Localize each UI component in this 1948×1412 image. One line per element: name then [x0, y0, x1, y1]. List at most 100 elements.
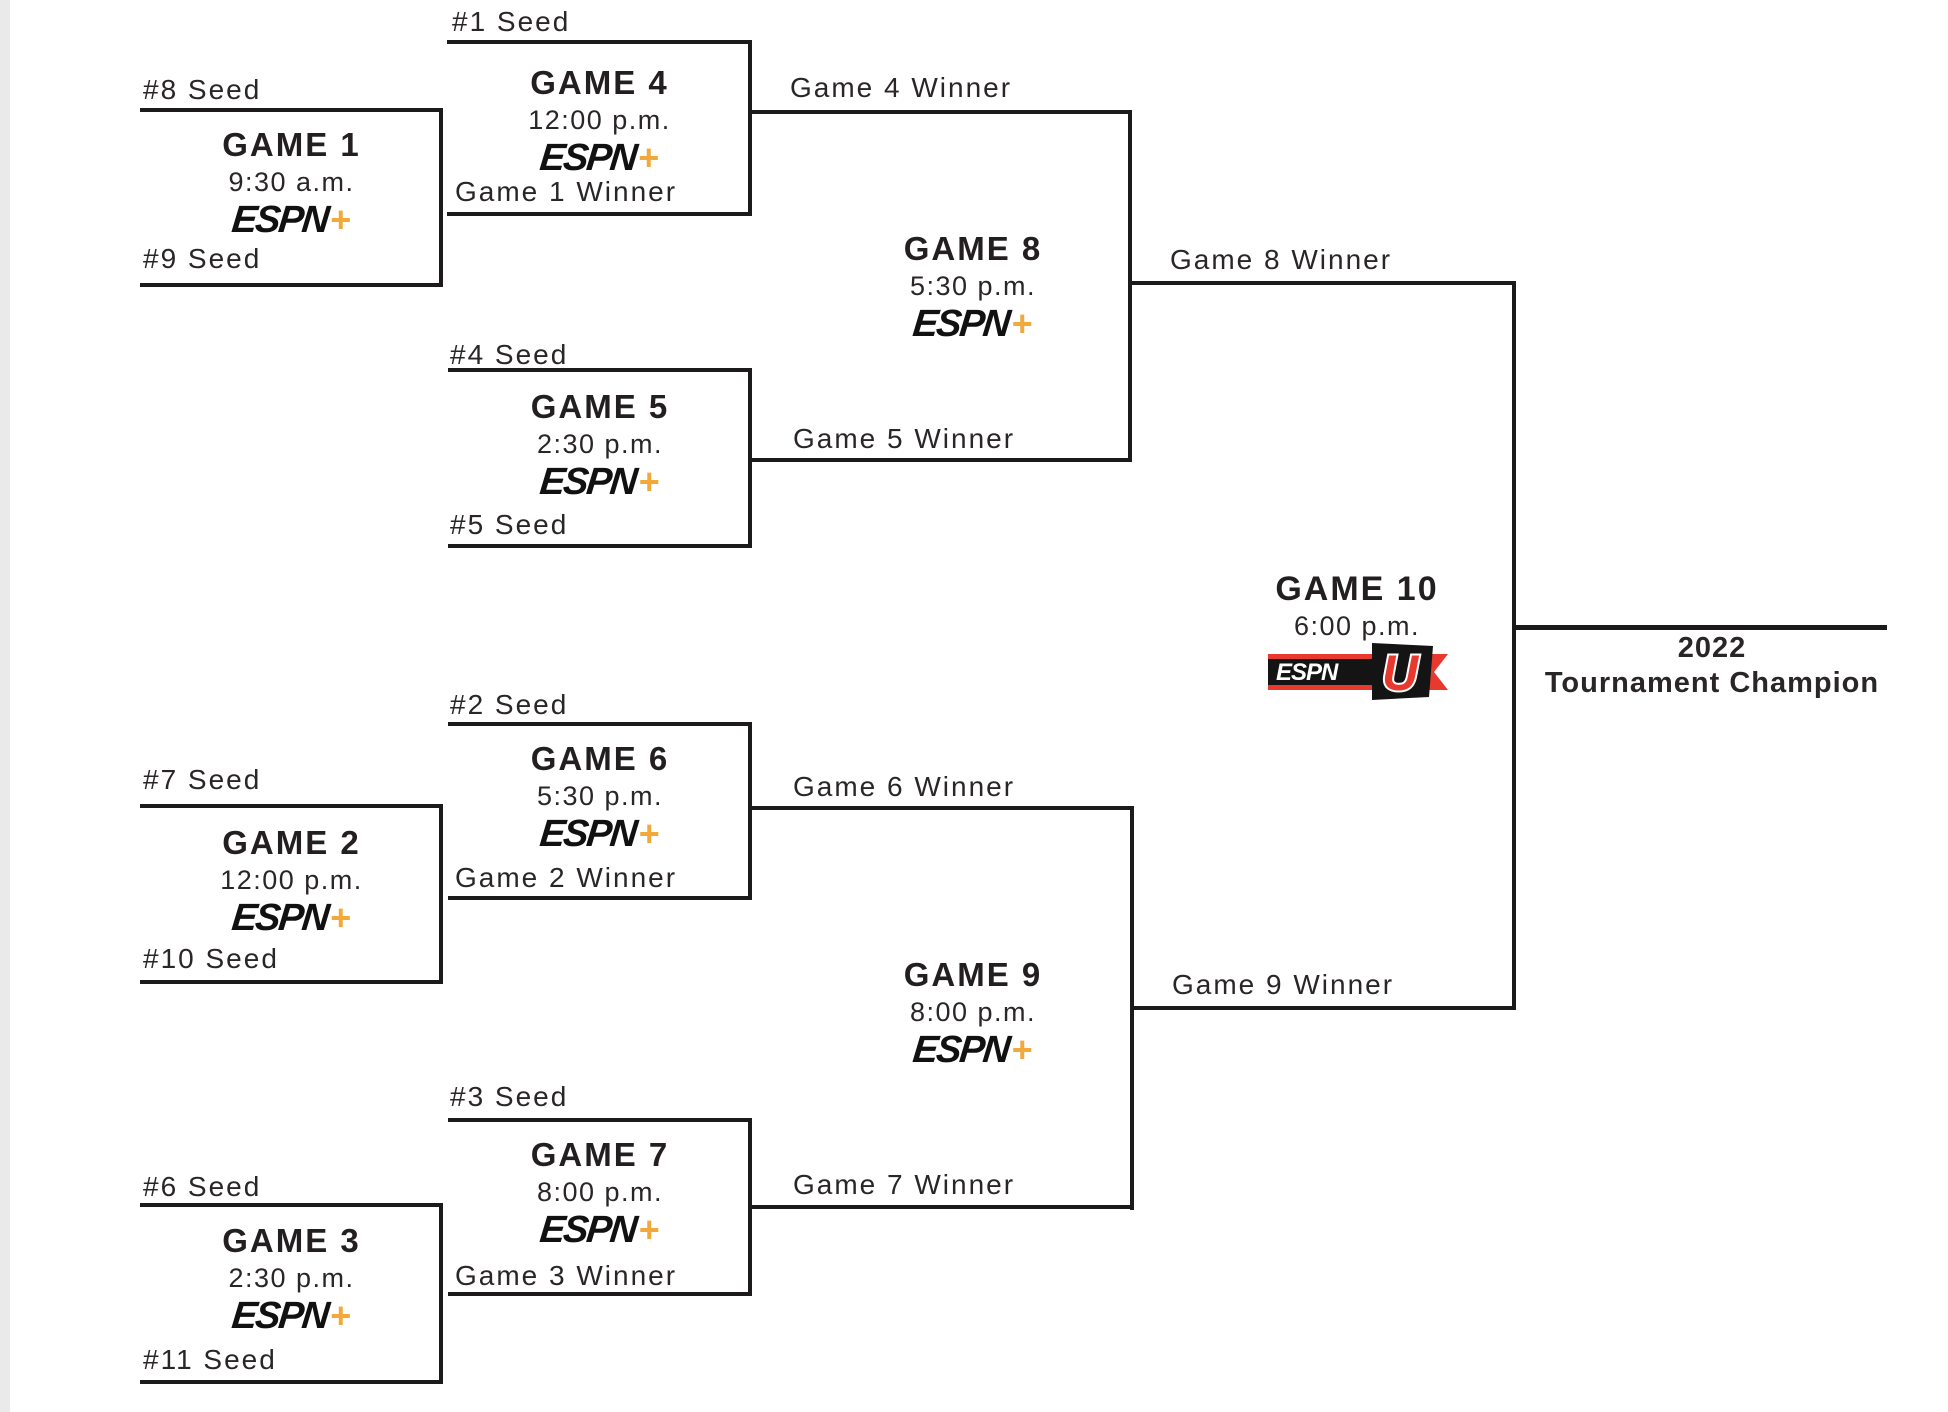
game8-time: 5:30 p.m.	[909, 271, 1037, 301]
game9-winner-label: Game 9 Winner	[1172, 969, 1395, 1000]
plus-icon: +	[1011, 303, 1033, 344]
espn-wordmark: ESPN	[229, 199, 330, 241]
game6-winner-line	[752, 806, 1134, 810]
game6-card: GAME 6 5:30 p.m. ESPN+	[448, 740, 752, 859]
espn-plus-logo: ESPN+	[538, 813, 660, 859]
game4-top-line	[447, 40, 752, 44]
game4-bottom-line	[447, 212, 752, 216]
game1-winner-label: Game 1 Winner	[455, 176, 678, 207]
game10-title: GAME 10	[1275, 570, 1439, 608]
espnu-logo: ESPN U	[1268, 643, 1448, 703]
game6-bottom-line	[448, 896, 752, 900]
game5-title: GAME 5	[530, 388, 670, 425]
seed-label-2: #2 Seed	[450, 689, 569, 720]
espnu-u-panel	[1372, 643, 1433, 700]
game8-card: GAME 8 5:30 p.m. ESPN+	[853, 230, 1093, 349]
game8-winner-label: Game 8 Winner	[1170, 244, 1393, 275]
champion-line	[1516, 625, 1887, 630]
espn-wordmark: ESPN	[911, 1029, 1011, 1071]
game1-right-line	[439, 108, 443, 287]
game4-time: 12:00 p.m.	[528, 105, 671, 135]
game6-right-line	[748, 722, 752, 900]
game6-time: 5:30 p.m.	[536, 781, 664, 811]
game4-winner-line	[752, 110, 1132, 114]
champion-block: 2022 Tournament Champion	[1516, 631, 1908, 701]
espn-wordmark: ESPN	[538, 461, 638, 503]
game5-time: 2:30 p.m.	[536, 429, 664, 459]
espn-plus-logo: ESPN+	[537, 137, 660, 183]
game9-title: GAME 9	[903, 956, 1043, 993]
game3-top-line	[140, 1203, 443, 1207]
espn-plus-logo: ESPN+	[229, 897, 352, 943]
plus-icon: +	[330, 199, 352, 240]
game5-bottom-line	[448, 544, 752, 548]
game9-time: 8:00 p.m.	[909, 997, 1037, 1027]
game6-top-line	[448, 722, 752, 726]
espn-plus-logo: ESPN+	[911, 303, 1033, 349]
espn-wordmark: ESPN	[229, 1295, 330, 1337]
plus-icon: +	[638, 1209, 660, 1250]
espn-wordmark: ESPN	[537, 137, 638, 179]
left-edge-strip	[0, 0, 10, 1412]
game9-card: GAME 9 8:00 p.m. ESPN+	[853, 956, 1093, 1075]
game4-title: GAME 4	[530, 64, 669, 101]
game7-winner-label: Game 7 Winner	[793, 1169, 1016, 1200]
game8-right-line	[1128, 110, 1132, 462]
plus-icon: +	[330, 897, 352, 938]
game10-card: GAME 10 6:00 p.m.	[1197, 570, 1517, 641]
game10-right-line	[1512, 281, 1516, 1010]
espn-wordmark: ESPN	[229, 897, 330, 939]
game10-time: 6:00 p.m.	[1293, 611, 1421, 641]
espnu-u-letter: U	[1382, 645, 1420, 701]
game5-winner-line	[752, 458, 1132, 462]
game5-top-line	[448, 368, 752, 372]
game2-top-line	[140, 804, 443, 808]
espn-plus-logo: ESPN+	[229, 199, 352, 245]
game3-card: GAME 3 2:30 p.m. ESPN+	[140, 1222, 443, 1341]
game7-top-line	[448, 1118, 752, 1122]
game1-bottom-line	[140, 283, 443, 287]
seed-label-3: #3 Seed	[450, 1081, 569, 1112]
game4-winner-label: Game 4 Winner	[790, 72, 1013, 103]
game3-bottom-line	[140, 1380, 443, 1384]
game9-winner-line	[1134, 1006, 1516, 1010]
espn-plus-logo: ESPN+	[538, 1209, 660, 1255]
seed-label-5: #5 Seed	[450, 509, 569, 540]
game1-top-line	[140, 108, 443, 112]
espnu-wordmark: ESPN	[1276, 659, 1339, 686]
game3-winner-label: Game 3 Winner	[455, 1260, 678, 1291]
game5-winner-label: Game 5 Winner	[793, 423, 1016, 454]
game7-time: 8:00 p.m.	[536, 1177, 664, 1207]
espn-plus-logo: ESPN+	[538, 461, 660, 507]
seed-label-11: #11 Seed	[143, 1344, 277, 1375]
champion-title: Tournament Champion	[1544, 667, 1880, 699]
espn-wordmark: ESPN	[538, 1209, 638, 1251]
seed-label-10: #10 Seed	[143, 943, 279, 974]
game4-right-line	[748, 40, 752, 216]
plus-icon: +	[638, 813, 660, 854]
game8-title: GAME 8	[903, 230, 1043, 267]
seed-label-1: #1 Seed	[452, 6, 571, 37]
espn-plus-logo: ESPN+	[911, 1029, 1033, 1075]
game5-card: GAME 5 2:30 p.m. ESPN+	[448, 388, 752, 507]
game4-card: GAME 4 12:00 p.m. ESPN+	[447, 64, 752, 183]
game2-time: 12:00 p.m.	[220, 865, 363, 895]
champion-year: 2022	[1677, 632, 1747, 664]
plus-icon: +	[638, 461, 660, 502]
game2-card: GAME 2 12:00 p.m. ESPN+	[140, 824, 443, 943]
game1-time: 9:30 a.m.	[228, 167, 355, 197]
game6-title: GAME 6	[530, 740, 670, 777]
espn-wordmark: ESPN	[911, 303, 1011, 345]
game7-winner-line	[752, 1205, 1134, 1209]
game5-right-line	[748, 368, 752, 548]
game8-winner-line	[1132, 281, 1516, 285]
espn-plus-logo: ESPN+	[229, 1295, 352, 1341]
game2-right-line	[439, 804, 443, 984]
game7-bottom-line	[448, 1292, 752, 1296]
game3-time: 2:30 p.m.	[228, 1263, 355, 1293]
seed-label-7: #7 Seed	[143, 764, 262, 795]
game7-right-line	[748, 1118, 752, 1296]
game6-winner-label: Game 6 Winner	[793, 771, 1016, 802]
game1-title: GAME 1	[222, 126, 361, 163]
